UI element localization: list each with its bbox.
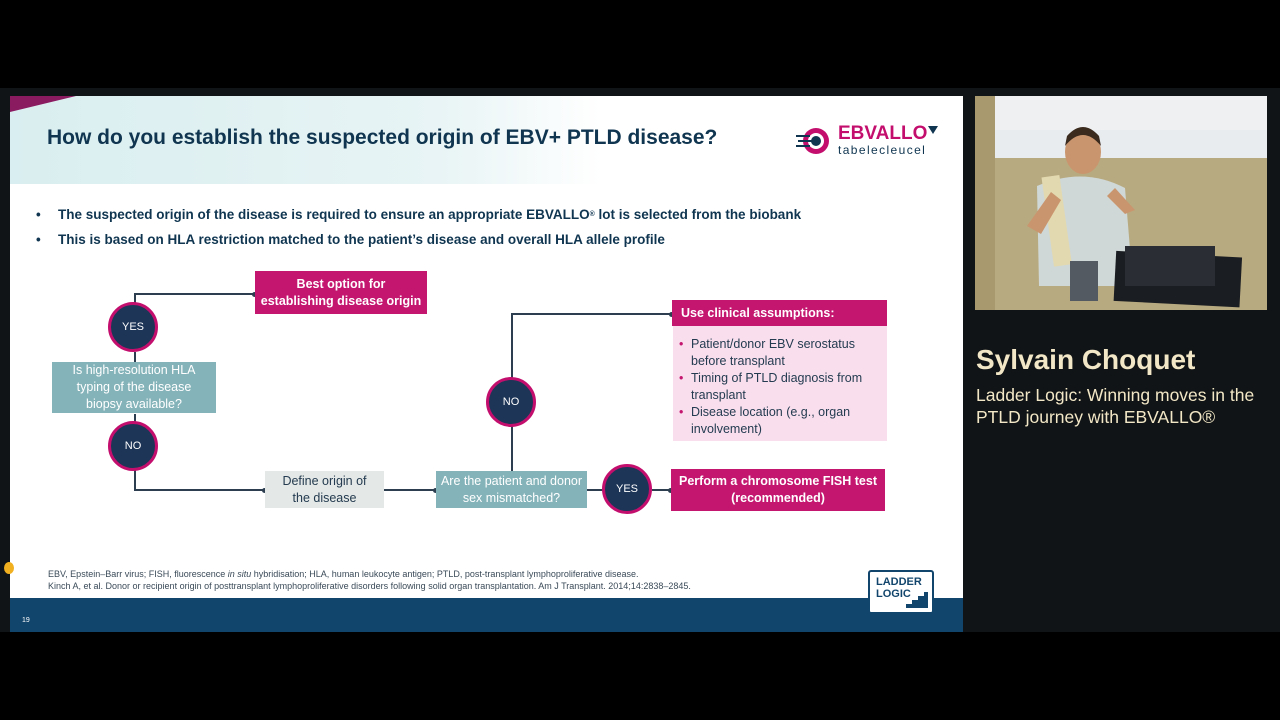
list-item: Disease location (e.g., organ involvemen…: [679, 404, 879, 438]
talk-title: Ladder Logic: Winning moves in the PTLD …: [976, 385, 1255, 427]
no-node: NO: [486, 377, 536, 427]
slide-page-number: 19: [22, 617, 30, 624]
yes-node: YES: [602, 464, 652, 514]
no-node: NO: [108, 421, 158, 471]
connector-line: [134, 293, 255, 295]
stairs-icon: [906, 592, 928, 608]
list-item: Patient/donor EBV serostatus before tran…: [679, 336, 879, 370]
connector-line: [134, 352, 136, 364]
connector-line: [511, 426, 513, 472]
citation-line: Kinch A, et al. Donor or recipient origi…: [48, 581, 691, 591]
presentation-slide: How do you establish the suspected origi…: [10, 96, 963, 632]
connector-dot: [433, 487, 438, 493]
ebvallo-logo-word: EBVALLO: [838, 123, 928, 144]
slide-corner-accent: [10, 96, 76, 112]
yes-node: YES: [108, 302, 158, 352]
connector-dot: [669, 311, 674, 317]
list-item: Timing of PTLD diagnosis from transplant: [679, 370, 879, 404]
clinical-assumptions-header: Use clinical assumptions:: [672, 300, 887, 326]
ladder-logic-logo-text: LADDER LOGIC: [876, 576, 922, 600]
fish-test-box: Perform a chromosome FISH test (recommen…: [671, 469, 885, 511]
slide-references: EBV, Epstein–Barr virus; FISH, fluoresce…: [48, 568, 691, 592]
connector-line: [384, 489, 436, 491]
speaker-video: [975, 96, 1267, 310]
ebvallo-logo-icon: [796, 128, 829, 154]
triangle-down-icon: [928, 126, 938, 134]
best-option-box: Best option for establishing disease ori…: [255, 271, 427, 314]
hla-typing-question: Is high-resolution HLA typing of the dis…: [52, 362, 216, 413]
cursor-indicator: [4, 562, 14, 574]
connector-line: [511, 313, 672, 315]
bullet-list: The suspected origin of the disease is r…: [36, 206, 801, 256]
connector-line: [511, 313, 513, 378]
connector-line: [587, 489, 604, 491]
define-origin-box: Define origin of the disease: [265, 471, 384, 508]
sex-mismatch-question: Are the patient and donor sex mismatched…: [436, 471, 587, 508]
speaker-video-frame: [975, 96, 1267, 310]
connector-line: [134, 489, 265, 491]
ebvallo-logo-subtitle: tabelecleucel: [838, 143, 927, 157]
slide-title: How do you establish the suspected origi…: [47, 126, 718, 149]
speaker-name: Sylvain Choquet: [976, 344, 1196, 375]
connector-dot: [252, 291, 257, 297]
connector-dot: [668, 487, 673, 493]
clinical-assumptions-list: Patient/donor EBV serostatus before tran…: [673, 326, 887, 441]
slide-footer-bar: [10, 598, 963, 632]
ebvallo-logo: EBVALLO tabelecleucel: [796, 123, 946, 159]
ladder-logic-logo: LADDER LOGIC: [868, 570, 934, 614]
connector-dot: [262, 487, 267, 493]
connector-line: [134, 470, 136, 490]
bullet-item: The suspected origin of the disease is r…: [36, 206, 801, 231]
abbreviations-line: EBV, Epstein–Barr virus; FISH, fluoresce…: [48, 569, 639, 579]
bullet-item: This is based on HLA restriction matched…: [36, 231, 801, 256]
connector-line: [652, 489, 671, 491]
